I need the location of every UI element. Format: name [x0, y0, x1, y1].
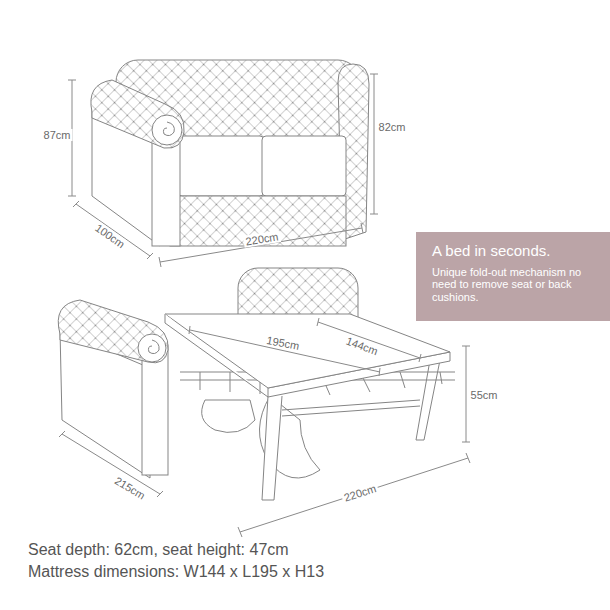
dimension-label: 220cm [341, 482, 380, 505]
sofa-bed [148, 340, 159, 354]
spec-note: Seat depth: 62cm, seat height: 47cm [28, 540, 289, 561]
callout-body: Unique fold-out mechanism no need to rem… [432, 266, 582, 304]
dimension-line [370, 74, 378, 214]
sofa-closed [152, 115, 182, 145]
dimension-label: 100cm [91, 220, 128, 251]
sofa-bed [58, 268, 455, 500]
sofa-closed [91, 80, 184, 148]
sofa-closed [262, 136, 346, 196]
sofa-bed [262, 396, 282, 500]
sofa-closed [91, 60, 369, 246]
dimension-label: 55cm [469, 389, 500, 401]
dimension-label: 215cm [111, 473, 149, 502]
sofa-bed [165, 314, 268, 397]
sofa-bed [202, 400, 255, 432]
dimension-label: 82cm [377, 121, 408, 133]
dimension-line [159, 223, 363, 267]
dimension-line [238, 453, 470, 537]
dimension-line [68, 74, 378, 267]
dimension-line [317, 318, 421, 362]
spec-note: Mattress dimensions: W144 x L195 x H13 [28, 562, 324, 583]
sofa-closed [152, 140, 180, 246]
sofa-closed [163, 122, 174, 136]
dimension-line [59, 431, 163, 497]
callout-box: A bed in seconds. Unique fold-out mechani… [416, 232, 610, 321]
dimension-line [59, 318, 470, 537]
callout-heading: A bed in seconds. [432, 242, 596, 261]
sofa-closed [178, 136, 264, 196]
dimension-label: 87cm [42, 129, 73, 141]
sofa-bed [138, 334, 166, 362]
sofa-bed [58, 300, 168, 363]
sofa-bed [142, 345, 168, 475]
sofa-bed [282, 400, 420, 416]
dimension-line [73, 201, 153, 259]
